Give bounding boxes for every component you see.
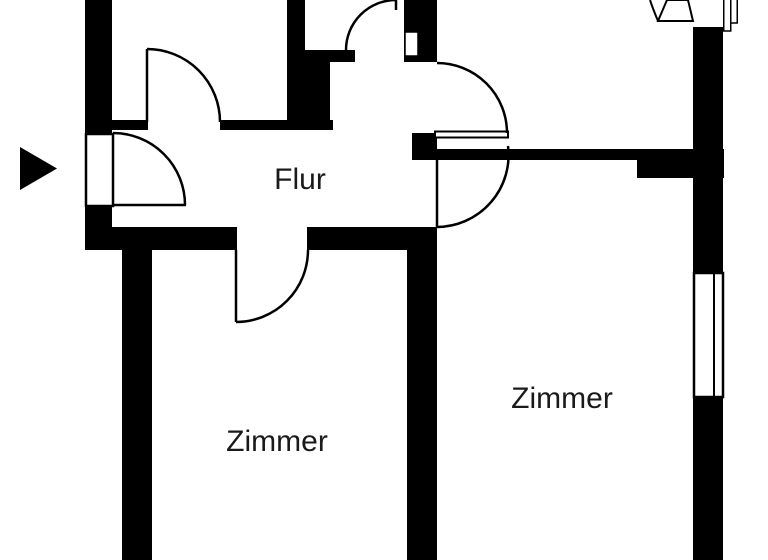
lower-left-door-arc: [235, 249, 310, 324]
wall-thin-horizontal: [435, 149, 637, 160]
wall-flur-top-right: [220, 120, 333, 130]
wall-right-upper: [693, 27, 723, 273]
frame-outer-rect: [723, 0, 732, 32]
doors-group: [112, 0, 695, 324]
window-frame-symbol: [723, 0, 738, 32]
upper-right-door-leaf: [434, 130, 509, 139]
room-label-zimmer-right: Zimmer: [511, 382, 613, 415]
frame-inner-rect: [730, 0, 738, 24]
entrance-arrow-icon: [20, 147, 57, 190]
balcony-door-leaf: [656, 0, 695, 22]
wall-stub-horizontal: [287, 50, 355, 62]
wall-column-lower: [287, 62, 330, 122]
wall-block-mid: [412, 133, 437, 160]
balcony-door-arc: [649, 0, 659, 22]
wall-column-upper: [287, 0, 305, 55]
walls-group: [85, 0, 724, 560]
wall-room-left-vertical: [122, 250, 152, 560]
wall-right-lower: [693, 397, 723, 560]
niche-inset: [404, 31, 419, 57]
openings-group: [84, 31, 725, 399]
upper-left-door-arc: [146, 47, 222, 123]
upper-right-door-arc: [436, 61, 509, 134]
room-label-flur: Flur: [274, 163, 326, 196]
wall-room-divider-vertical: [407, 250, 437, 560]
closet-door-arc: [344, 0, 397, 51]
entrance-door-arc: [112, 131, 187, 206]
room-label-zimmer-left: Zimmer: [226, 425, 328, 458]
wall-left-upper: [85, 0, 112, 135]
wall-partition-thin: [404, 0, 412, 62]
lower-right-door-arc: [436, 145, 510, 229]
entrance-threshold: [84, 132, 115, 208]
window-right: [692, 271, 725, 399]
wall-mid-bar-left: [87, 227, 237, 250]
wall-flur-top-left: [112, 120, 148, 130]
wall-mid-bar-right: [307, 227, 437, 250]
room-labels-group: Flur Zimmer Zimmer: [226, 163, 613, 458]
